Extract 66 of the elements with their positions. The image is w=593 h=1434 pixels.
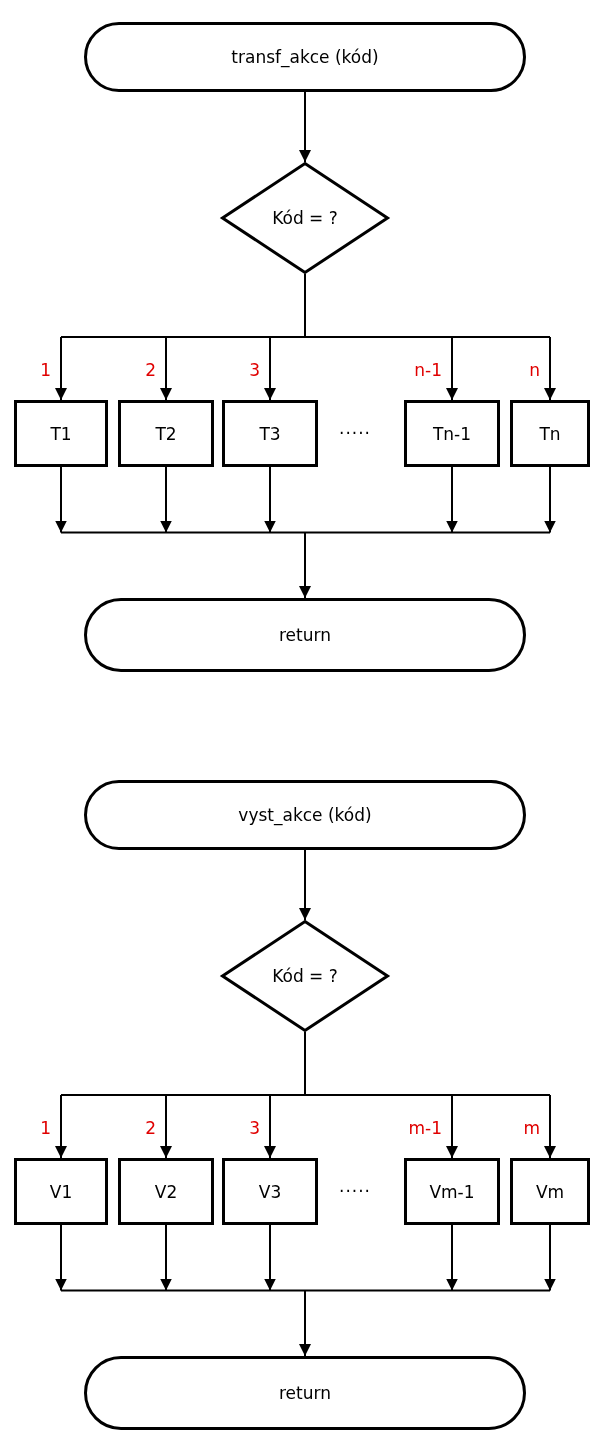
arrow [544,466,556,534]
node-label: Tn [539,423,561,444]
node-label: Tn-1 [432,423,472,444]
arrow [299,91,311,163]
node-label: T3 [259,423,281,444]
arrow [55,466,67,534]
arrow [446,1224,458,1292]
node-label: V2 [154,1181,178,1202]
arrow [544,1094,556,1159]
decision-diamond [221,162,389,274]
arrow [446,1094,458,1159]
process-box [404,400,500,467]
arrow [55,1094,67,1159]
arrow [160,1094,172,1159]
arrow [55,336,67,401]
node-label: Kód = ? [272,208,338,228]
process-box [404,1158,500,1225]
arrow [160,466,172,534]
node-label: Vm [535,1181,565,1202]
arrow [264,1094,276,1159]
arrow [299,849,311,921]
arrow [544,1224,556,1292]
edge-label: 2 [145,1118,156,1138]
process-box [14,1158,108,1225]
node-label: return [279,625,331,645]
arrow [264,466,276,534]
node-label: transf_akce (kód) [231,47,379,67]
arrow [60,1289,551,1357]
edge-label: 1 [40,360,51,380]
arrow [55,1224,67,1292]
edge-label: 1 [40,1118,51,1138]
arrow [160,336,172,401]
ellipsis-text: ····· [339,1181,371,1201]
node-label: Vm-1 [429,1181,475,1202]
edge-label: 3 [249,1118,260,1138]
branch-line [60,1031,551,1096]
node-label: T1 [50,423,72,444]
arrow [60,531,551,599]
edge-label: n [529,360,540,380]
ellipsis-text: ····· [339,423,371,443]
arrow [446,466,458,534]
branch-line [60,273,551,338]
edge-label: 2 [145,360,156,380]
edge-label: n-1 [414,360,442,380]
process-box [118,400,214,467]
arrow [264,336,276,401]
node-label: return [279,1383,331,1403]
edge-label: m-1 [408,1118,442,1138]
node-label: T2 [155,423,177,444]
node-label: vyst_akce (kód) [238,805,372,825]
arrow [544,336,556,401]
process-box [510,1158,590,1225]
process-box [118,1158,214,1225]
edge-label: 3 [249,360,260,380]
edge-label: m [523,1118,540,1138]
node-label: Kód = ? [272,966,338,986]
node-label: V1 [49,1181,73,1202]
process-box [222,400,318,467]
node-label: V3 [258,1181,282,1202]
arrow [160,1224,172,1292]
process-box [14,400,108,467]
process-box [222,1158,318,1225]
decision-diamond [221,920,389,1032]
process-box [510,400,590,467]
arrow [446,336,458,401]
arrow [264,1224,276,1292]
